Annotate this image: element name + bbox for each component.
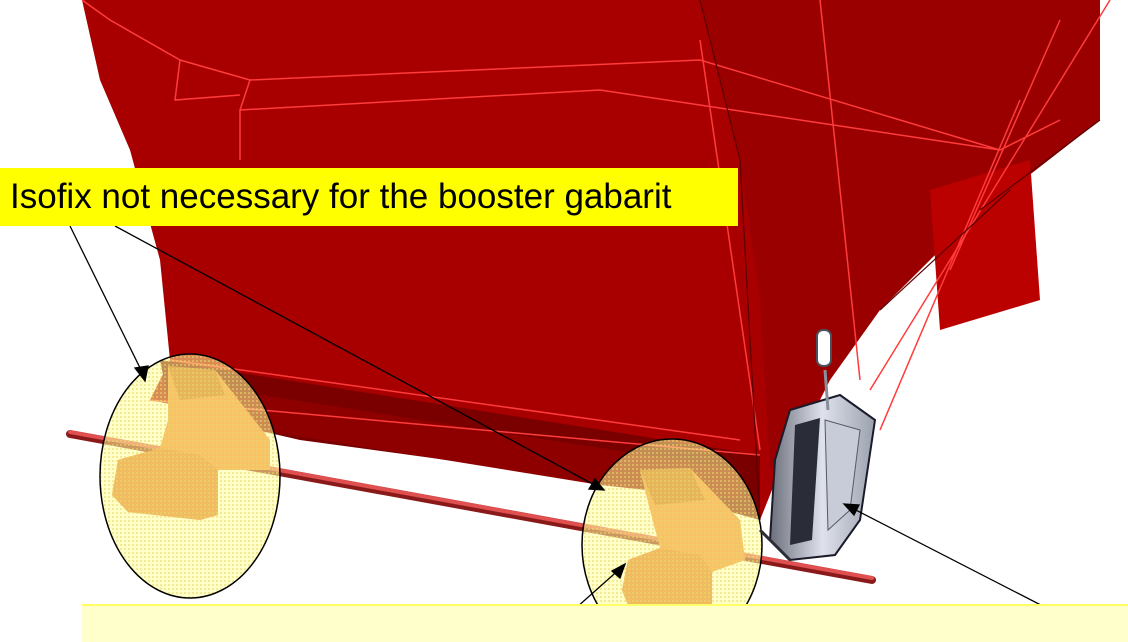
seat-edges [81,0,1111,456]
buckle-clip [816,329,832,367]
edge-line [879,99,1021,431]
arrow-to-center-anchor [114,225,601,489]
bottom-note-band [82,604,1128,642]
edge-line [169,359,741,441]
edge-line [699,0,741,161]
edge-line [174,59,241,101]
seat-belt-buckle [758,329,877,562]
arrowhead [610,562,627,580]
seat-side-panel [700,0,1100,470]
seat-shadow-panel [930,160,1040,330]
edge-line [699,39,761,451]
edge-line [239,89,1061,151]
annotation-label: Isofix not necessary for the booster gab… [0,168,738,226]
edge-line [819,0,861,381]
highlight-ellipse-center [581,438,763,642]
highlight-ellipse-left [99,353,281,599]
edge-line [249,59,1001,151]
arrow-to-left-anchor [69,225,146,379]
arrowhead [587,477,606,491]
arrowhead [133,365,149,383]
edge-line [869,0,1111,391]
arrows [69,225,1106,641]
edge-line [739,159,761,521]
edge-line [879,189,1011,311]
seat-dark-edges [699,0,1101,521]
edge-line [979,119,1101,211]
edge-line [81,0,251,160]
arrowhead [842,503,861,517]
